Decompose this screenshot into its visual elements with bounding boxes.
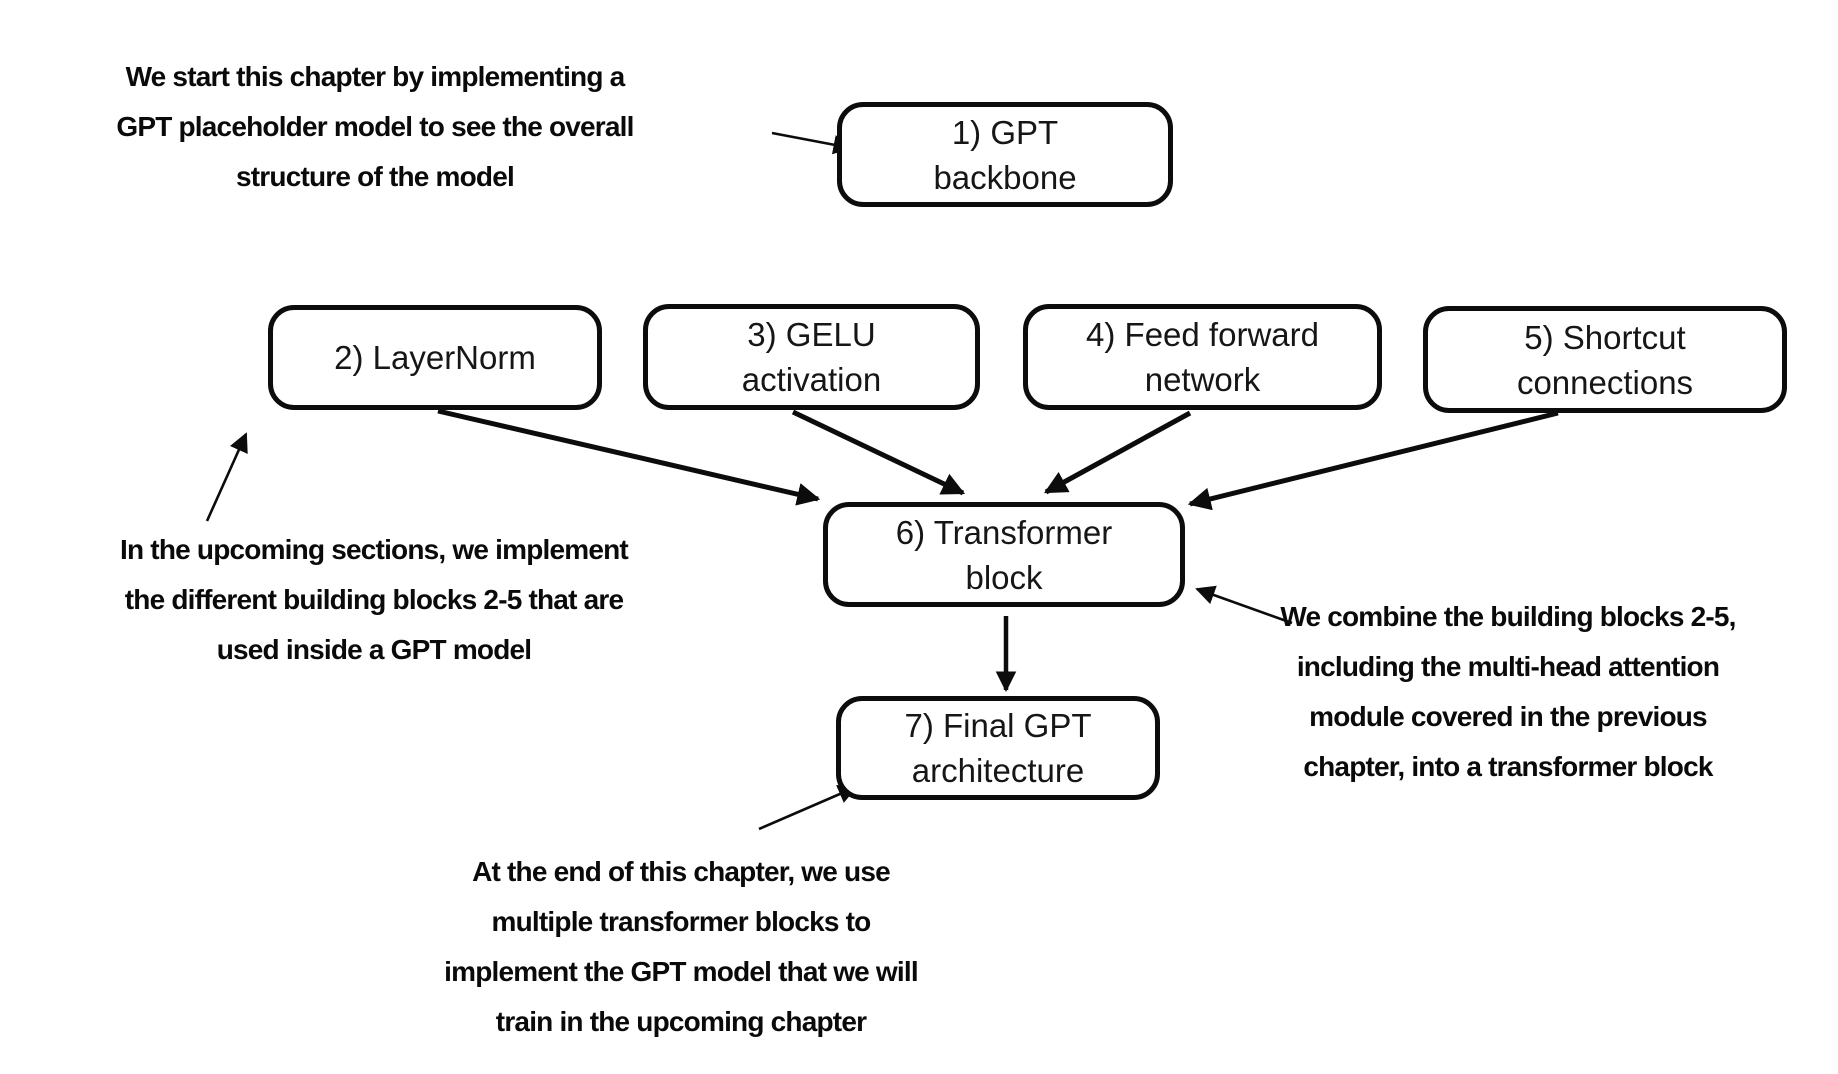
- arrow-layernorm-to-transformer: [437, 408, 821, 506]
- node-gelu-activation: 3) GELU activation: [643, 304, 980, 410]
- node-final-gpt-architecture-label: 7) Final GPT architecture: [904, 707, 1092, 789]
- node-layernorm-label: 2) LayerNorm: [334, 339, 536, 376]
- arrow-note-to-final-gpt: [758, 785, 858, 831]
- arrow-note-to-transformer-block: [1195, 585, 1293, 625]
- node-shortcut-connections-label: 5) Shortcut connections: [1516, 318, 1694, 401]
- arrow-shortcut-to-transformer: [1187, 410, 1559, 511]
- node-gpt-backbone: 1) GPT backbone: [837, 102, 1173, 207]
- node-final-gpt-architecture: 7) Final GPT architecture: [836, 696, 1160, 800]
- annotation-building-blocks: In the upcoming sections, we implement t…: [120, 534, 629, 665]
- arrow-feedforward-to-transformer: [1043, 410, 1192, 495]
- arrow-gelu-to-transformer: [791, 409, 966, 496]
- node-gelu-activation-label: 3) GELU activation: [741, 316, 882, 398]
- node-transformer-block: 6) Transformer block: [823, 502, 1185, 607]
- node-transformer-block-label: 6) Transformer block: [895, 513, 1113, 596]
- node-shortcut-connections: 5) Shortcut connections: [1423, 306, 1787, 413]
- node-feed-forward-network-label: 4) Feed forward network: [1086, 316, 1319, 398]
- annotation-combine-blocks: We combine the building blocks 2-5, incl…: [1280, 601, 1736, 782]
- arrow-note-to-layernorm: [205, 432, 248, 522]
- node-feed-forward-network: 4) Feed forward network: [1023, 304, 1382, 410]
- node-gpt-backbone-label: 1) GPT backbone: [933, 113, 1077, 196]
- annotation-gpt-backbone: We start this chapter by implementing a …: [116, 61, 634, 192]
- node-layernorm: 2) LayerNorm: [268, 305, 602, 410]
- annotation-final-gpt: At the end of this chapter, we use multi…: [444, 856, 919, 1037]
